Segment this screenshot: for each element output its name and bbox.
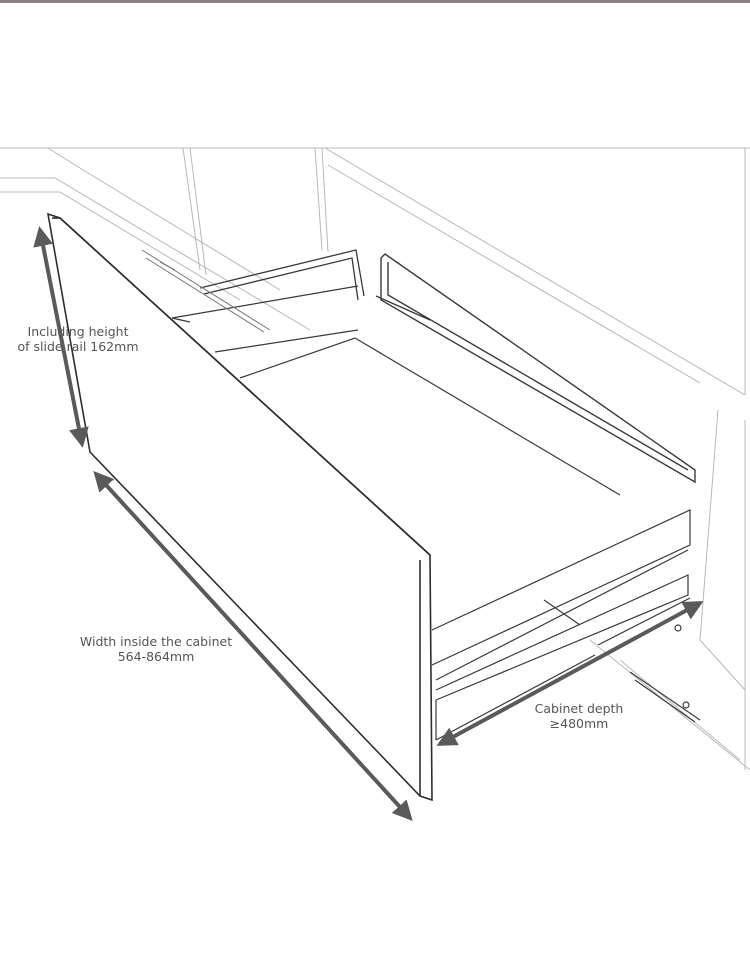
top-rule	[0, 0, 750, 3]
width-arrow	[93, 471, 413, 821]
depth-label: Cabinet depth ≥480mm	[520, 701, 638, 731]
left-slide-detail	[141, 249, 271, 333]
drawer-interior	[171, 285, 621, 496]
width-label: Width inside the cabinet 564-864mm	[72, 634, 240, 664]
width-label-line1: Width inside the cabinet	[79, 634, 233, 649]
drawer-front-panel	[46, 212, 433, 802]
side-rail-frame	[375, 253, 696, 484]
depth-label-line2: ≥480mm	[549, 716, 609, 731]
cabinet-background	[0, 147, 750, 771]
rear-frame	[199, 249, 365, 301]
depth-arrow	[436, 601, 704, 746]
height-label: Including height of slide rail 162mm	[10, 324, 146, 354]
drawer-side-panel	[431, 509, 691, 701]
height-arrow	[33, 226, 89, 448]
depth-label-line1: Cabinet depth	[534, 701, 624, 716]
height-label-line1: Including height	[27, 324, 129, 339]
height-label-line2: of slide rail 162mm	[17, 339, 139, 354]
dimension-arrows	[33, 226, 704, 821]
width-label-line2: 564-864mm	[117, 649, 195, 664]
